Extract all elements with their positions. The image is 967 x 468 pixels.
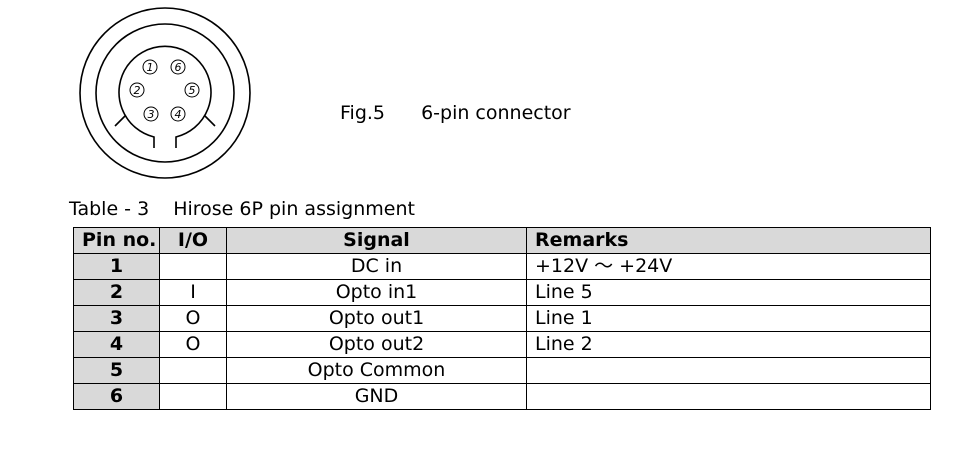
table-header-row: Pin no. I/O Signal Remarks (73, 227, 931, 254)
connector-key-notch-left (114, 115, 126, 127)
table-row: 3 O Opto out1 Line 1 (73, 305, 931, 332)
connector-pin-label-5: 5 (189, 84, 196, 97)
connector-pin-label-2: 2 (134, 84, 141, 97)
cell-signal: GND (226, 383, 527, 410)
cell-signal: DC in (226, 253, 527, 280)
header-signal: Signal (226, 227, 527, 254)
table-title: Hirose 6P pin assignment (173, 198, 415, 220)
cell-io: O (159, 305, 227, 332)
table-row: 1 DC in +12V ～ +24V (73, 253, 931, 280)
table-caption: Table - 3 Hirose 6P pin assignment (69, 198, 415, 220)
cell-remarks (526, 357, 931, 384)
table-number: Table - 3 (69, 198, 150, 220)
connector-pin-2 (129, 82, 145, 98)
pin-assignment-table: Pin no. I/O Signal Remarks 1 DC in +12V … (73, 227, 931, 410)
cell-pin: 3 (73, 305, 160, 332)
cell-signal: Opto Common (226, 357, 527, 384)
table-row: 4 O Opto out2 Line 2 (73, 331, 931, 358)
connector-pin-label-1: 1 (147, 61, 154, 74)
cell-signal: Opto out1 (226, 305, 527, 332)
connector-pin-label-6: 6 (175, 61, 182, 74)
cell-remarks: Line 5 (526, 279, 931, 306)
header-remarks: Remarks (526, 227, 931, 254)
cell-pin: 1 (73, 253, 160, 280)
cell-signal: Opto out2 (226, 331, 527, 358)
connector-pin-6 (170, 59, 186, 75)
header-pin-no: Pin no. (73, 227, 160, 254)
cell-pin: 6 (73, 383, 160, 410)
connector-pin-1 (142, 59, 158, 75)
connector-pin-label-3: 3 (148, 108, 155, 121)
connector-key-notch-right (204, 115, 216, 127)
connector-inner-shell (118, 45, 212, 148)
cell-pin: 2 (73, 279, 160, 306)
connector-middle-ring (95, 23, 235, 163)
cell-remarks: +12V ～ +24V (526, 253, 931, 280)
cell-remarks: Line 2 (526, 331, 931, 358)
cell-pin: 4 (73, 331, 160, 358)
connector-outer-ring (79, 7, 251, 179)
cell-io (159, 357, 227, 384)
cell-io (159, 383, 227, 410)
table-row: 5 Opto Common (73, 357, 931, 384)
connector-diagram: 123 456 (79, 7, 251, 179)
cell-io (159, 253, 227, 280)
connector-pin-3 (143, 106, 159, 122)
cell-remarks: Line 1 (526, 305, 931, 332)
figure-caption: Fig.5 6-pin connector (340, 102, 571, 124)
cell-pin: 5 (73, 357, 160, 384)
header-io: I/O (159, 227, 227, 254)
table-row: 2 I Opto in1 Line 5 (73, 279, 931, 306)
figure-title: 6-pin connector (421, 102, 571, 124)
table-row: 6 GND (73, 383, 931, 410)
connector-pin-4 (170, 106, 186, 122)
connector-pin-5 (184, 82, 200, 98)
cell-signal: Opto in1 (226, 279, 527, 306)
cell-io: I (159, 279, 227, 306)
figure-number: Fig.5 (340, 102, 386, 124)
connector-pin-label-4: 4 (175, 108, 182, 121)
cell-remarks (526, 383, 931, 410)
cell-io: O (159, 331, 227, 358)
